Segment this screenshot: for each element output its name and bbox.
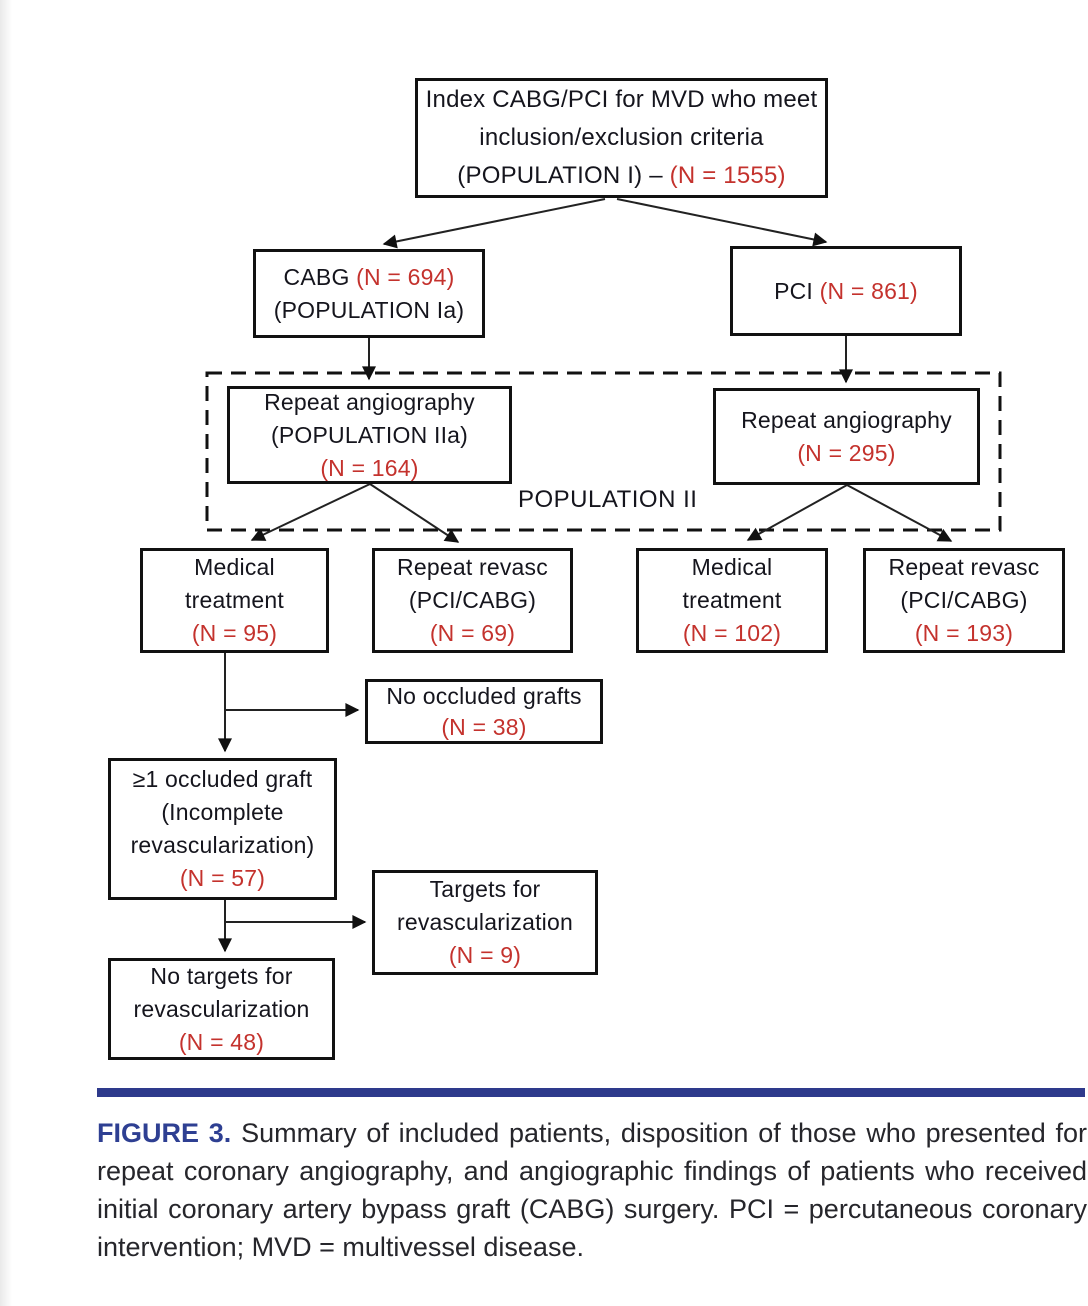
revasc-right-line2: (PCI/CABG) <box>900 587 1028 613</box>
box-no-occluded-grafts: No occluded grafts (N = 38) <box>365 679 603 744</box>
revasc-left-count: (N = 69) <box>429 620 516 646</box>
population-2-dashed-group <box>205 371 1002 532</box>
box-pci: PCI (N = 861) <box>730 246 962 336</box>
box-repeat-angiography-right: Repeat angiography (N = 295) <box>713 388 980 485</box>
revasc-right-count: (N = 193) <box>914 620 1014 646</box>
no-targets-line1: No targets for <box>150 962 293 989</box>
box-medical-treatment-left: Medical treatment (N = 95) <box>140 548 329 653</box>
figure-label: FIGURE 3. <box>97 1118 232 1148</box>
no-occluded-count: (N = 38) <box>441 713 527 740</box>
population-2-label: POPULATION II <box>518 486 698 513</box>
repeat-angio-right-line1: Repeat angiography <box>741 406 952 433</box>
figure-divider-bar <box>97 1088 1085 1097</box>
pci-count: (N = 861) <box>819 277 918 304</box>
figure-caption-text: Summary of included patients, dispositio… <box>97 1118 1087 1262</box>
box-cabg-line2: (POPULATION Ia) <box>273 296 465 323</box>
box-repeat-revasc-left: Repeat revasc (PCI/CABG) (N = 69) <box>372 548 573 653</box>
repeat-angio-right-count: (N = 295) <box>797 439 896 466</box>
box-population-1-line1: Index CABG/PCI for MVD who meet <box>425 86 818 113</box>
box-repeat-angiography-left: Repeat angiography (POPULATION IIa) (N =… <box>227 386 512 484</box>
occluded-count: (N = 57) <box>179 865 266 891</box>
no-targets-line2: revascularization <box>133 995 310 1022</box>
occluded-line1: ≥1 occluded graft <box>132 766 313 792</box>
no-occluded-line1: No occluded grafts <box>386 682 582 709</box>
occluded-line3: revascularization) <box>130 832 315 858</box>
medical-left-line1: Medical <box>194 554 275 580</box>
revasc-right-line1: Repeat revasc <box>888 554 1040 580</box>
figure-caption: FIGURE 3. Summary of included patients, … <box>97 1114 1087 1266</box>
box-population-1: Index CABG/PCI for MVD who meet inclusio… <box>415 78 828 198</box>
population-1-count: (N = 1555) <box>669 162 786 189</box>
targets-line1: Targets for <box>429 876 541 902</box>
occluded-line2: (Incomplete <box>161 799 284 825</box>
medical-right-line1: Medical <box>691 554 773 580</box>
flowchart-connectors <box>205 198 1002 953</box>
box-cabg: CABG (N = 694) (POPULATION Ia) <box>253 249 485 338</box>
revasc-left-line2: (PCI/CABG) <box>408 587 537 613</box>
cabg-count: (N = 694) <box>356 263 455 290</box>
box-repeat-revasc-right: Repeat revasc (PCI/CABG) (N = 193) <box>863 548 1065 653</box>
box-cabg-line1: CABG (N = 694) <box>283 263 455 290</box>
medical-left-line2: treatment <box>185 587 284 613</box>
repeat-angio-left-line1: Repeat angiography <box>264 388 475 415</box>
box-targets-for-revascularization: Targets for revascularization (N = 9) <box>372 870 598 975</box>
box-no-targets-for-revascularization: No targets for revascularization (N = 48… <box>108 958 335 1060</box>
flowchart: Index CABG/PCI for MVD who meet inclusio… <box>108 78 1065 1060</box>
no-targets-count: (N = 48) <box>178 1028 265 1055</box>
box-pci-line1: PCI (N = 861) <box>774 277 918 304</box>
medical-left-count: (N = 95) <box>191 620 278 646</box>
revasc-left-line1: Repeat revasc <box>397 554 548 580</box>
page-edge-shadow <box>0 0 12 1306</box>
box-medical-treatment-right: Medical treatment (N = 102) <box>636 548 828 653</box>
repeat-angio-left-line2: (POPULATION IIa) <box>270 421 469 448</box>
medical-right-count: (N = 102) <box>682 620 782 646</box>
box-population-1-line2: inclusion/exclusion criteria <box>479 124 764 151</box>
targets-count: (N = 9) <box>448 942 522 968</box>
repeat-angio-left-count: (N = 164) <box>320 454 419 481</box>
box-occluded-graft: ≥1 occluded graft (Incomplete revascular… <box>108 758 337 900</box>
targets-line2: revascularization <box>397 909 573 935</box>
box-population-1-line3: (POPULATION I) – (N = 1555) <box>457 162 786 189</box>
medical-right-line2: treatment <box>682 587 782 613</box>
